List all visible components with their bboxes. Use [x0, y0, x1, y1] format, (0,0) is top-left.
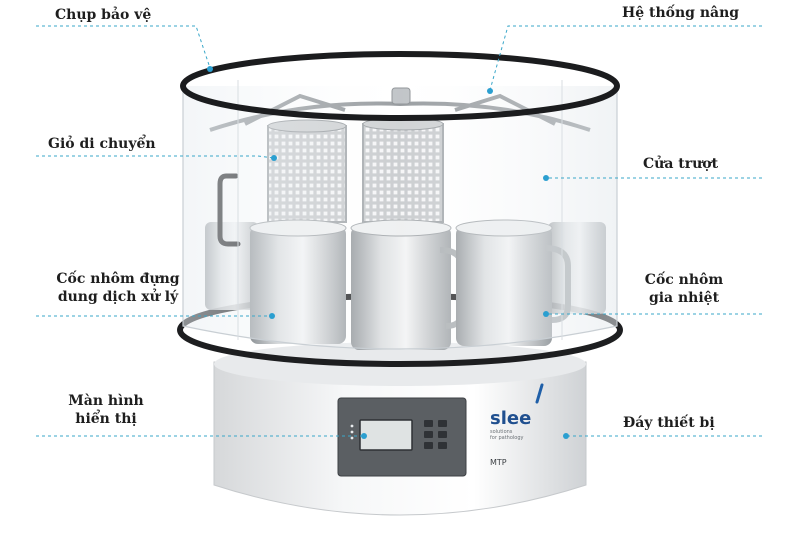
label-heating-cups-line1: Cốc nhôm [644, 272, 724, 288]
label-display-screen-line1: Màn hình [68, 393, 144, 409]
brand-tagline-line1: solutions [490, 429, 513, 435]
glass-cover [182, 80, 618, 350]
label-display-screen-line2: hiển thị [75, 411, 137, 427]
keypad [424, 420, 447, 449]
lcd-screen [359, 419, 413, 451]
top-rim [180, 51, 620, 121]
label-solution-cups-line2: dung dịch xử lý [57, 289, 179, 305]
brand-accent [535, 383, 544, 404]
brand-tagline-line2: for pathology [490, 435, 524, 441]
label-heating-cups-line2: gia nhiệt [648, 290, 720, 306]
leader-lines [36, 25, 762, 437]
label-device-base: Đáy thiết bị [623, 415, 715, 431]
label-solution-cups-line1: Cốc nhôm đựng [56, 271, 180, 287]
indicator-leds [350, 424, 354, 440]
label-protective-cover: Chụp bảo vệ [55, 7, 152, 23]
label-solution-cups: Cốc nhôm đựng dung dịch xử lý [40, 270, 196, 306]
label-heating-cups: Cốc nhôm gia nhiệt [634, 271, 734, 307]
label-lifting-system: Hệ thống nâng [622, 5, 740, 21]
brand-tagline: solutions for pathology [490, 429, 523, 441]
model-name: MTP [490, 458, 507, 467]
leader-dots [207, 66, 569, 439]
brand-logo-text: slee [490, 408, 532, 429]
label-moving-basket: Giỏ di chuyển [48, 136, 156, 152]
display-panel [337, 397, 467, 477]
label-display-screen: Màn hình hiển thị [56, 392, 156, 428]
label-sliding-door: Cửa trượt [643, 156, 719, 172]
